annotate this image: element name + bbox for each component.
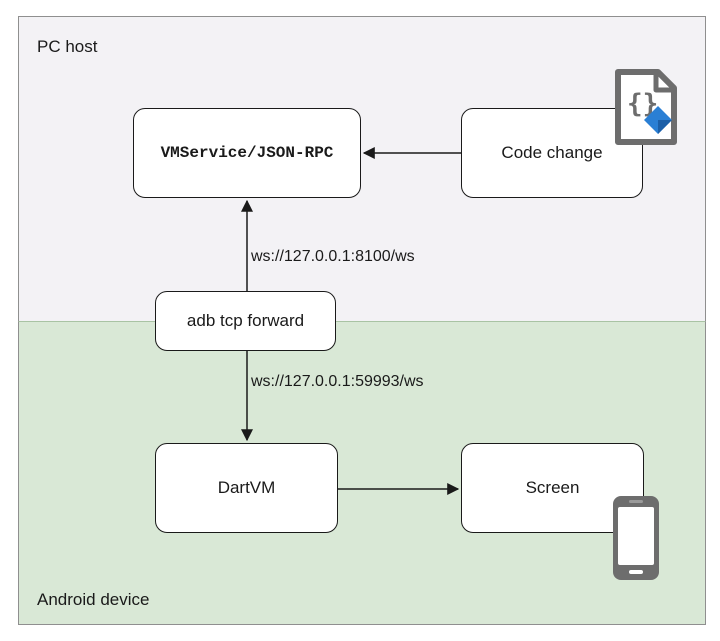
code-file-icon: {} [614,68,678,146]
code-change-label: Code change [501,143,603,162]
adb-forward-label: adb tcp forward [186,311,305,330]
android-device-label: Android device [37,590,150,609]
screen-label: Screen [525,478,580,497]
smartphone-icon [612,495,660,581]
dartvm-label: DartVM [217,478,276,497]
device-ws-label: ws://127.0.0.1:59993/ws [251,373,424,390]
code-change-node: Code change [461,108,643,198]
host-ws-label: ws://127.0.0.1:8100/ws [251,248,415,265]
adb-forward-node: adb tcp forward [155,291,336,351]
dartvm-node: DartVM [155,443,338,533]
pc-host-label: PC host [37,37,98,56]
vmservice-label: VMService/JSON-RPC [160,144,334,162]
vmservice-node: VMService/JSON-RPC [133,108,361,198]
